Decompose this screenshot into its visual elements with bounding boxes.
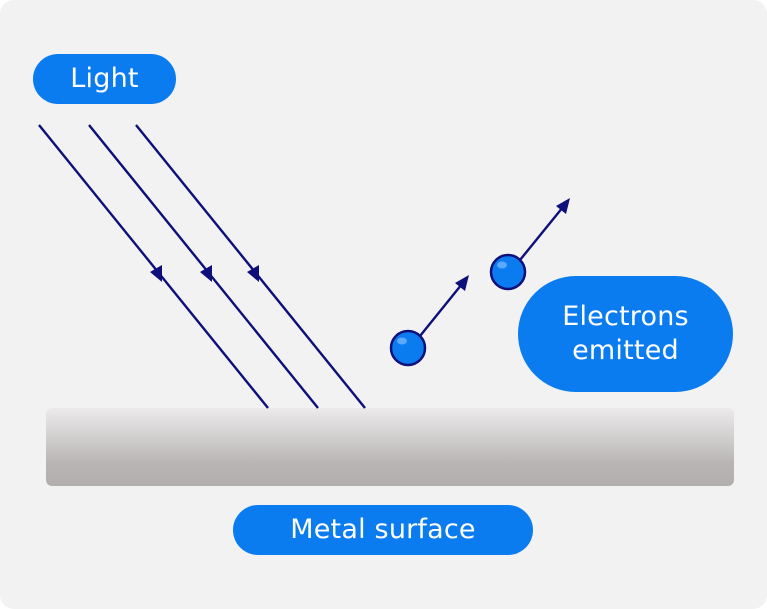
metal-label-text: Metal surface: [290, 514, 476, 546]
electron: [489, 198, 570, 291]
electron-arrowhead: [455, 275, 469, 291]
ray-arrowhead: [200, 265, 212, 282]
ray-arrowhead: [247, 265, 259, 282]
light-label-text: Light: [70, 63, 139, 95]
light-ray: [88, 124, 319, 409]
metal-surface-label: Metal surface: [233, 505, 533, 555]
light-ray: [38, 124, 269, 409]
light-ray: [135, 124, 366, 409]
light-label: Light: [33, 54, 176, 104]
electron-arrowhead: [556, 198, 570, 214]
electrons-label-line2: emitted: [572, 335, 679, 366]
ray-arrowhead: [150, 265, 162, 282]
electrons-emitted-label: Electrons emitted: [518, 276, 733, 392]
electron: [389, 275, 469, 367]
metal-surface: [46, 408, 734, 486]
electrons-label-line1: Electrons: [562, 301, 689, 333]
